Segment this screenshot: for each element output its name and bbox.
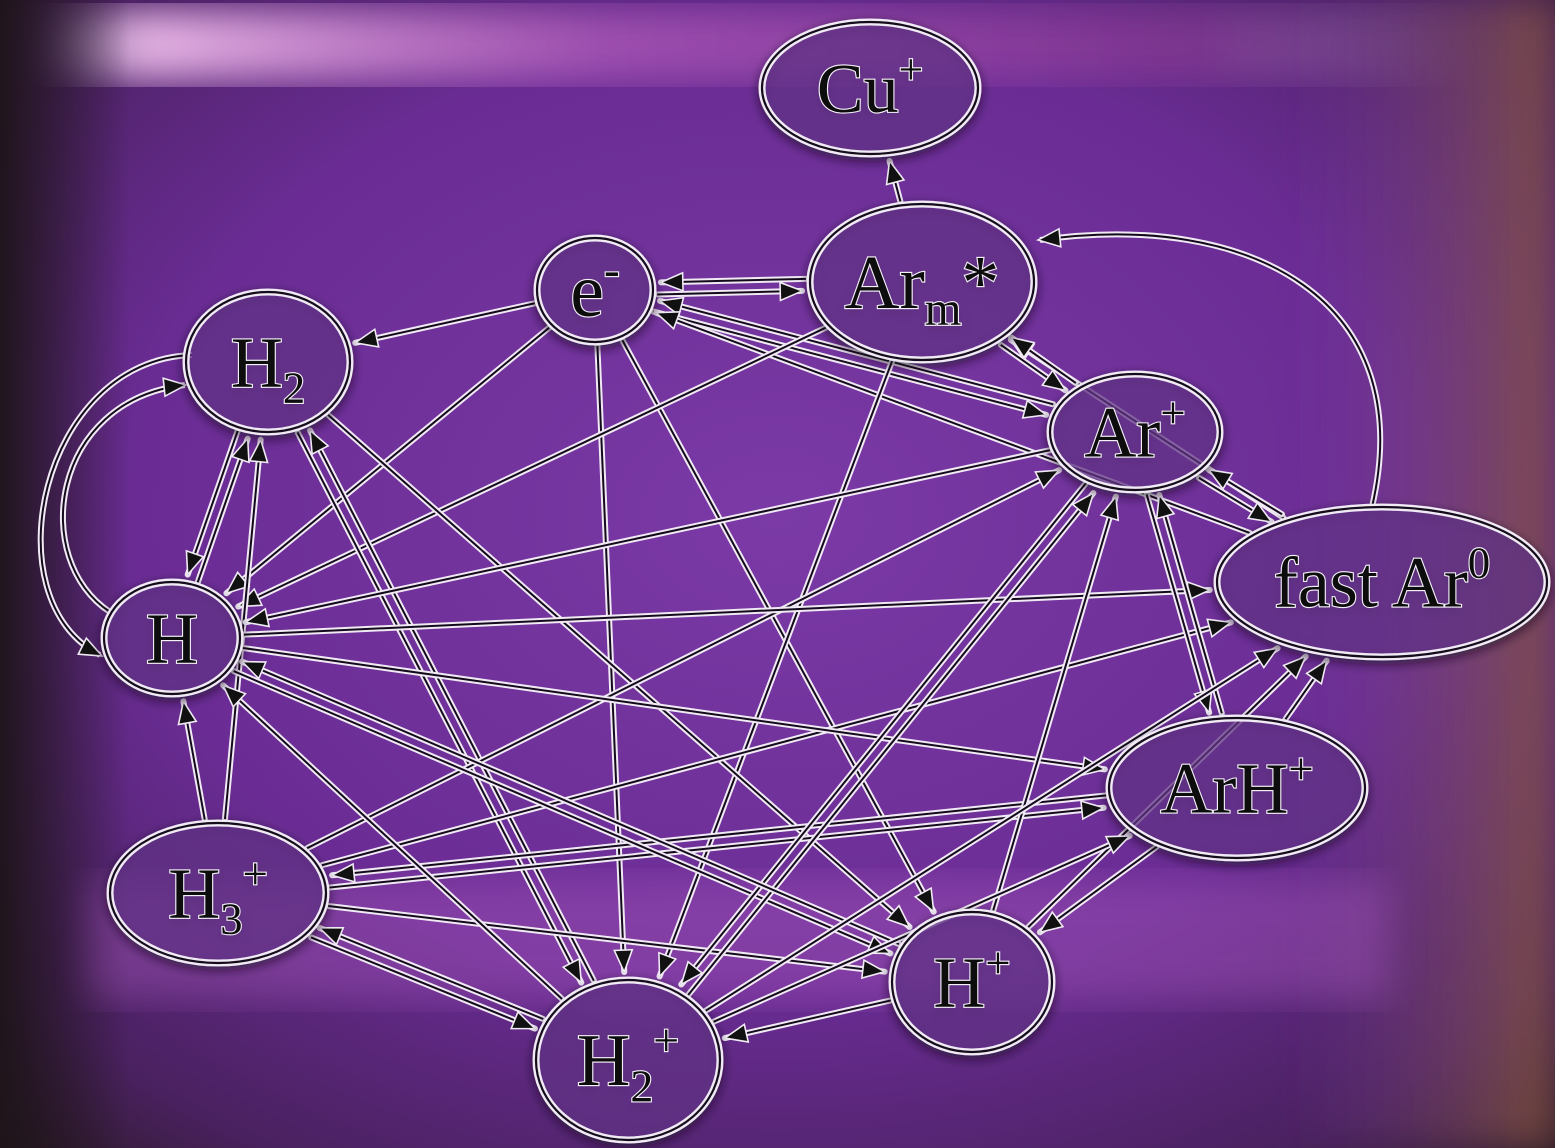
edge-core xyxy=(319,928,543,1019)
arrowhead xyxy=(661,273,683,291)
arrowhead xyxy=(563,959,581,983)
arrowhead xyxy=(862,960,885,978)
edge-core xyxy=(198,439,248,583)
arrowhead xyxy=(915,888,933,912)
arrowhead xyxy=(614,950,632,972)
node-fastAr0: fast Ar0 xyxy=(1217,507,1547,657)
node-label-base: H xyxy=(231,322,283,402)
edge-core xyxy=(355,303,535,343)
arrowhead xyxy=(1081,801,1104,819)
edge-Ar+-to-ArH+ xyxy=(1147,494,1212,712)
arrowhead xyxy=(887,161,904,185)
node-label-base: Cu xyxy=(817,51,899,128)
edge-H2+-to-H3+ xyxy=(319,928,543,1019)
edge-H3+-to-ArH+ xyxy=(329,801,1103,888)
edge-H3+-to-H xyxy=(178,701,204,819)
edge-Arm*-to-Cu+ xyxy=(887,161,904,201)
node-Cu+: Cu+ xyxy=(762,22,978,154)
node-label-base: Ar xyxy=(1084,392,1160,472)
arrowhead xyxy=(238,589,262,607)
edge-core xyxy=(622,340,933,912)
arrowhead xyxy=(250,440,268,463)
node-label-subscript: 2 xyxy=(630,1060,653,1111)
arrowhead xyxy=(1254,648,1277,667)
arrowhead xyxy=(725,1024,748,1042)
node-label-base: ArH xyxy=(1160,748,1288,828)
node-label: H xyxy=(146,598,198,678)
node-label-superscript: + xyxy=(1160,388,1185,438)
edge-core xyxy=(1159,495,1222,713)
node-label-base: H xyxy=(933,942,985,1022)
node-Ar+: Ar+ xyxy=(1050,374,1220,490)
arrowhead xyxy=(163,378,186,396)
node-label-superscript: + xyxy=(985,938,1010,988)
edge-ArH+-to-Ar+ xyxy=(1157,495,1222,713)
node-Arm*: Arm* xyxy=(810,204,1034,360)
arrowhead xyxy=(310,430,328,454)
edge-H-to-H+ xyxy=(234,671,891,953)
node-e-: e- xyxy=(537,238,653,342)
edge-e--to-H2 xyxy=(355,303,535,347)
edge-core xyxy=(234,671,891,953)
edge-e--to-H+ xyxy=(622,340,933,912)
arrowhead xyxy=(1207,619,1231,636)
node-label-superscript: 0 xyxy=(1468,538,1490,588)
node-ArH+: ArH+ xyxy=(1109,718,1365,858)
edge-H3+-to-H2+ xyxy=(311,937,535,1028)
arrowhead xyxy=(332,864,355,882)
node-label-superscript: - xyxy=(604,244,620,296)
node-label-superscript: + xyxy=(1288,744,1313,794)
node-H2+: H2+ xyxy=(536,980,720,1140)
node-label-base: H xyxy=(168,853,220,933)
node-label-base: e xyxy=(570,249,604,333)
node-label-superscript: + xyxy=(243,849,268,899)
edge-H2-to-H xyxy=(186,431,237,575)
edge-H-to-H2 xyxy=(198,439,249,583)
node-label-base: H xyxy=(146,598,198,678)
arrowhead xyxy=(1035,470,1059,488)
node-label-subscript: 2 xyxy=(283,362,305,412)
arrowhead xyxy=(1038,229,1061,247)
node-label-tail: * xyxy=(961,241,999,325)
arrowhead xyxy=(656,312,680,329)
edge-core xyxy=(1147,494,1210,712)
node-H+: H+ xyxy=(892,912,1052,1052)
node-label: fast Ar0 xyxy=(1274,538,1490,623)
edge-H+-to-H xyxy=(242,662,899,944)
node-label-base: H xyxy=(577,1020,630,1102)
arrowhead xyxy=(1101,497,1118,521)
node-label: Arm* xyxy=(845,241,1000,336)
node-label-base: fast Ar xyxy=(1274,542,1468,622)
node-H2: H2 xyxy=(186,292,350,432)
node-H: H xyxy=(104,582,240,694)
edge-core xyxy=(242,662,899,944)
node-label-superscript: + xyxy=(653,1015,679,1066)
edge-core xyxy=(188,431,238,575)
edge-core xyxy=(332,795,1107,875)
node-label-subscript: 3 xyxy=(220,893,242,943)
node-label-subscript: m xyxy=(925,284,962,336)
edge-core xyxy=(311,937,535,1028)
arrowhead xyxy=(659,953,676,977)
arrowhead xyxy=(780,282,802,300)
node-H3+: H3+ xyxy=(110,823,326,963)
node-label-superscript: + xyxy=(899,46,923,94)
node-label-base: Ar xyxy=(845,241,925,325)
